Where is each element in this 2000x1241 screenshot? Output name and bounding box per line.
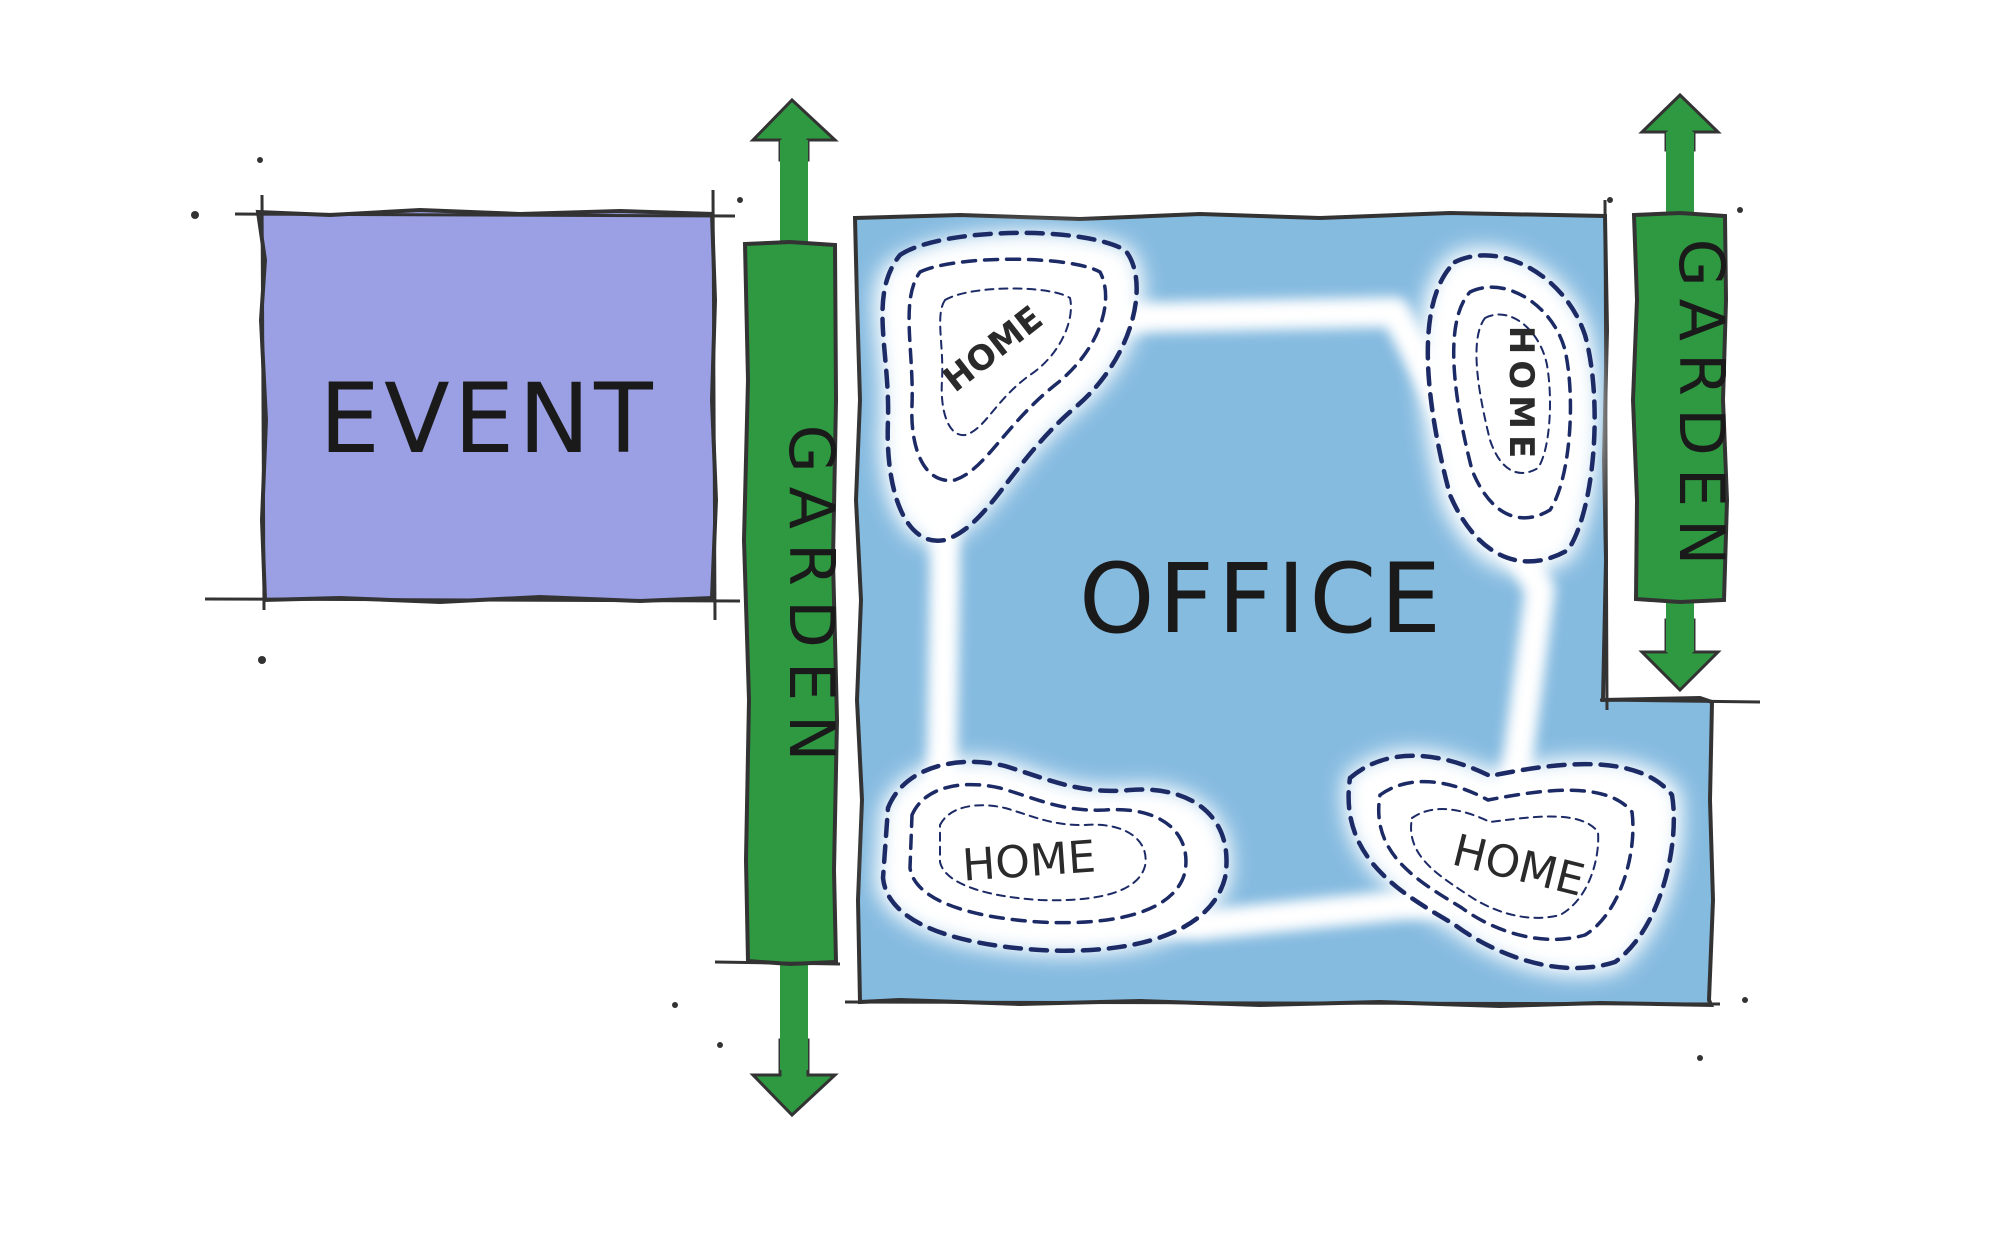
event-extension-line: [711, 189, 717, 621]
office-extension-line: [844, 1000, 1721, 1006]
garden-left-label: GARDEN: [775, 425, 848, 776]
sketch-dot: [1737, 207, 1743, 213]
garden-right-zone: GARDEN: [1630, 92, 1738, 693]
sketch-dot: [672, 1002, 678, 1008]
event-extension-line: [234, 212, 736, 218]
sketch-dot: [257, 157, 263, 163]
sketch-dot: [1607, 197, 1613, 203]
garden-left-zone: GARDEN: [672, 97, 848, 1118]
event-zone: [191, 157, 743, 664]
home-pod-contours: [880, 230, 1677, 971]
sketch-dot: [1697, 1055, 1703, 1061]
garden-left-strip: [741, 239, 840, 967]
garden-extension-line: [714, 960, 841, 966]
event-label: EVENT: [319, 363, 656, 475]
office-label: OFFICE: [1079, 543, 1445, 655]
home-label-bottom-left: HOME: [961, 831, 1098, 891]
office-extension-line: [1599, 698, 1761, 704]
garden-right-strip: [1630, 210, 1730, 605]
sketch-dot: [1742, 997, 1748, 1003]
garden-right-label: GARDEN: [1665, 239, 1738, 578]
event-extension-line: [204, 597, 741, 603]
sketch-dot: [258, 656, 266, 664]
sketch-dot: [737, 197, 743, 203]
home-label-top-right: HOME: [1501, 326, 1541, 464]
event-extension-line: [260, 194, 266, 611]
sketch-dot: [191, 211, 199, 219]
sketch-dot: [717, 1042, 723, 1048]
office-extension-line: [1603, 199, 1609, 711]
